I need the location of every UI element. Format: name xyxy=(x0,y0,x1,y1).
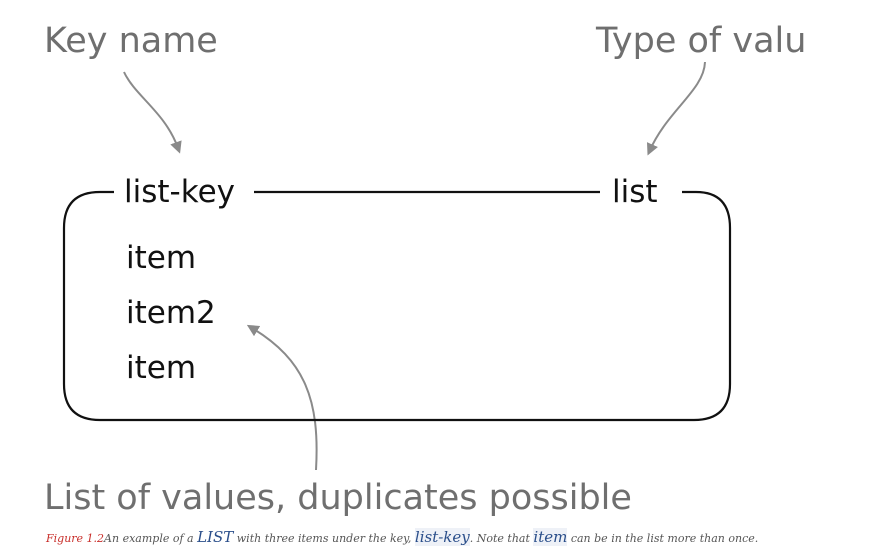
type-of-value-annotation: Type of valu xyxy=(595,21,806,61)
key-box-outline xyxy=(62,190,732,422)
caption-text: with three items under the key, xyxy=(233,532,415,545)
figure-caption: Figure 1.2An example of a LIST with thre… xyxy=(46,528,872,546)
caption-text: can be in the list more than once. xyxy=(567,532,759,545)
caption-text: . Note that xyxy=(469,532,534,545)
caption-code-list-key: list-key xyxy=(414,528,470,546)
list-of-values-annotation: List of values, duplicates possible xyxy=(44,478,632,518)
list-item: item xyxy=(126,350,196,386)
key-name-annotation: Key name xyxy=(44,21,218,61)
caption-text: An example of a xyxy=(104,532,198,545)
key-label: list-key xyxy=(124,174,235,210)
list-item: item2 xyxy=(126,295,216,331)
list-item: item xyxy=(126,240,196,276)
type-arrow xyxy=(646,61,706,156)
type-label: list xyxy=(612,174,658,210)
values-arrow xyxy=(246,324,318,471)
caption-code-list: LIST xyxy=(197,528,234,546)
figure-label: Figure 1.2 xyxy=(46,532,105,545)
key-name-arrow xyxy=(123,71,182,154)
caption-code-item: item xyxy=(533,528,568,546)
